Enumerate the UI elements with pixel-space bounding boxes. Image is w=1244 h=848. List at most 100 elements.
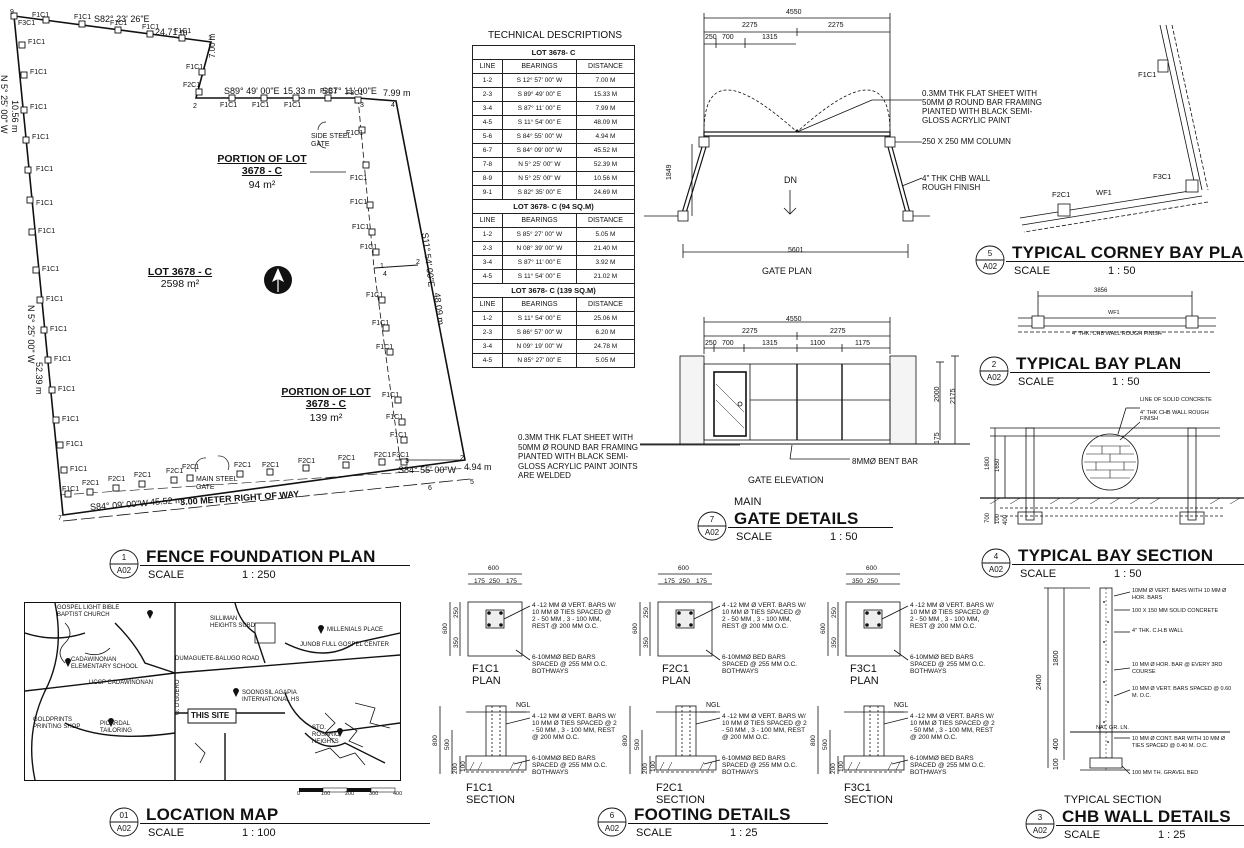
footing-mark <box>378 296 386 304</box>
bay-plan-dim: 3856 <box>1094 288 1108 294</box>
tech-cell: 2-3 <box>472 241 503 256</box>
tech-cell: 10.56 M <box>575 171 636 186</box>
dist-left-top: 10.56 m <box>10 100 20 133</box>
fs-200: 200 <box>452 763 459 774</box>
footing-mark <box>394 396 402 404</box>
gp-dim-bottom: 5601 <box>788 247 804 254</box>
footing-mark <box>398 418 406 426</box>
map-place-11: STO. ROSARIO HEIGHTS <box>312 725 340 745</box>
ge-note-left: 0.3MM THK FLAT SHEET WITH 50MM Ø ROUND B… <box>518 433 639 480</box>
ge-h-c: 175 <box>934 432 941 444</box>
footing-plan-svg <box>639 573 721 661</box>
footing-label: F3C1 <box>392 452 410 459</box>
footing-label: F1C1 <box>46 296 64 303</box>
title-badge-icon <box>697 511 727 541</box>
chb-note: 100 MM TH. GRAVEL BED <box>1132 770 1199 776</box>
footing-label: F1C1 <box>74 14 92 21</box>
tech-cell: 3-4 <box>472 255 503 270</box>
chb-h-wall: 1800 <box>1053 650 1060 666</box>
fp-d2: 250 <box>867 578 878 585</box>
footing-label: F1C1 <box>220 102 238 109</box>
title-sheet: A02 <box>986 373 1002 382</box>
fp-d3: 175 <box>506 578 517 585</box>
footing-label: F1C1 <box>70 466 88 473</box>
title-scale-label: SCALE <box>1064 829 1101 841</box>
bay-section-note1: LINE OF SOLID CONCRETE <box>1140 397 1212 403</box>
svg-text:7: 7 <box>58 515 62 522</box>
footing-label: F1C1 <box>386 414 404 421</box>
title-badge-icon <box>109 807 139 837</box>
tech-col-line: LINE <box>472 213 503 228</box>
main-lot-block: LOT 3678 - C 2598 m² <box>140 266 220 290</box>
bay-h2: 1650 <box>995 458 1001 472</box>
fp-h1: 250 <box>643 607 650 618</box>
tech-cell: 4-5 <box>472 353 503 368</box>
ge-h-b: 2175 <box>950 388 957 404</box>
main-gate-label: MAIN STEEL GATE <box>196 476 238 491</box>
gp-note2: 250 X 250 MM COLUMN <box>922 137 1011 146</box>
chb-note: 4" THK. C.H.B WALL <box>1132 628 1184 634</box>
footing-plan-svg <box>449 573 531 661</box>
svg-text:6: 6 <box>428 485 432 492</box>
chb-note: NAT. GR. LN. <box>1096 725 1129 731</box>
footing-label: F2C1 <box>182 464 200 471</box>
bay-plan-note2: 4" THK. CHB WALL ROUGH FINISH <box>1072 331 1162 337</box>
footing-mark <box>236 470 244 478</box>
title-badge-icon <box>1025 809 1055 839</box>
footing-mark <box>302 464 310 472</box>
title-badge-icon <box>597 807 627 837</box>
fp-d1: 175 <box>474 578 485 585</box>
tech-cell: 5-6 <box>472 129 503 144</box>
svg-text:4: 4 <box>391 102 395 109</box>
title-scale-label: SCALE <box>148 827 185 839</box>
footing-mark <box>178 34 186 42</box>
tech-cell: 6-7 <box>472 143 503 158</box>
title-scale: 1 : 100 <box>242 827 276 839</box>
title-rule <box>1010 372 1210 373</box>
tech-cell: 5.05 M <box>575 353 636 368</box>
map-place-8: GOLDPRINTS PRINTING SHOP <box>33 717 81 730</box>
footing-label: F1C1 <box>30 69 48 76</box>
bearing-mid1: S89° 49' 00"E <box>224 86 280 96</box>
footing-mark <box>228 94 236 102</box>
footing-mark <box>28 228 36 236</box>
tech-cell: 21.40 M <box>575 241 636 256</box>
title-num: 1 <box>121 553 127 562</box>
fp-note-bed: 6-10MMØ BED BARS SPACED @ 255 MM O.C. BO… <box>722 654 798 675</box>
title-scale: 1 : 250 <box>242 569 276 581</box>
footing-label: F1C1 <box>382 392 400 399</box>
fs-200: 200 <box>642 763 649 774</box>
fs-500: 500 <box>822 739 829 750</box>
footing-label: F1C1 <box>346 130 364 137</box>
footing-label: F1C1 <box>252 102 270 109</box>
gp-dim-half1: 2275 <box>742 22 758 29</box>
title-num: 3 <box>1037 813 1043 822</box>
footing-mark <box>195 88 203 96</box>
tech-col-bearings: BEARINGS <box>501 59 577 74</box>
map-scale-tick: 200 <box>345 791 355 797</box>
tech-cell: 3.92 M <box>575 255 636 270</box>
tech-cell: 7.00 M <box>575 73 636 88</box>
footing-label: F1C1 <box>58 386 76 393</box>
title-num: 4 <box>993 552 999 561</box>
footing-mark <box>18 41 26 49</box>
footing-mark <box>52 416 60 424</box>
ge-dim-total: 4550 <box>786 316 802 323</box>
map-this-site: THIS SITE <box>191 711 230 720</box>
footing-mark <box>60 466 68 474</box>
chb-note: 10 MM Ø VERT. BARS SPACED @ 0.60 M. O.C. <box>1132 686 1232 699</box>
tech-col-line: LINE <box>472 297 503 312</box>
corney-bay-plan-drawing <box>1019 24 1209 233</box>
svg-text:5: 5 <box>470 479 474 486</box>
tech-cell: S 87° 11' 00" E <box>501 101 577 116</box>
footing-label: F1C1 <box>186 64 204 71</box>
title-name: FOOTING DETAILS <box>634 805 791 824</box>
title-scale-label: SCALE <box>1020 568 1057 580</box>
